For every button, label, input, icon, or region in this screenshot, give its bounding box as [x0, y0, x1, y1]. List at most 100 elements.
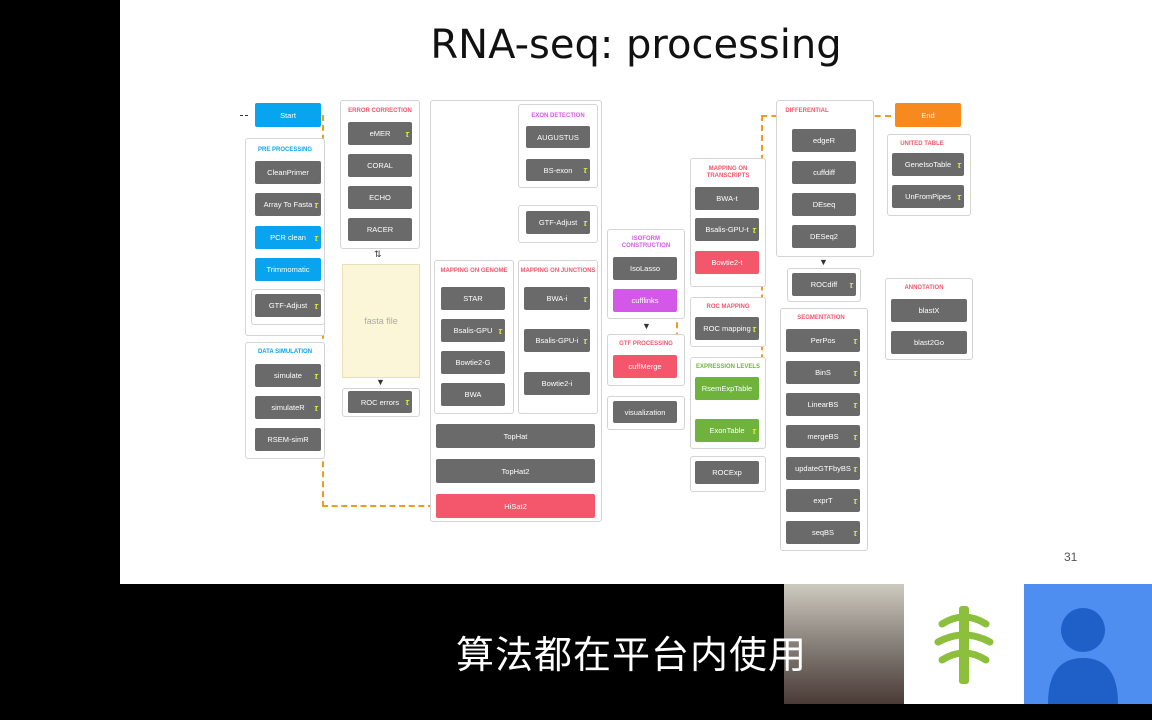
node-bowtie2-t[interactable]: Bowtie2-t — [695, 251, 759, 274]
panel-header: ANNOTATION — [904, 285, 944, 291]
node-tophat[interactable]: TopHat — [436, 424, 595, 448]
node-deseq2[interactable]: DESeq2 — [792, 225, 856, 248]
panel-header: EXON DETECTION — [531, 113, 585, 119]
node-rsem-simr[interactable]: RSEM-simR — [255, 428, 321, 451]
node-label: simulateR — [271, 403, 305, 412]
tau-icon: τ — [849, 279, 853, 290]
node-label: TopHat — [503, 431, 528, 441]
node-isolasso[interactable]: IsoLasso — [613, 257, 677, 280]
node-bsalis-gpu[interactable]: Bsalis-GPU τ — [441, 319, 505, 342]
node-cuffdiff[interactable]: cuffdiff — [792, 161, 856, 184]
arrow-down-icon: ▼ — [642, 321, 651, 331]
node-cleanprimer[interactable]: CleanPrimer — [255, 161, 321, 184]
node-cufflinks[interactable]: cufflinks — [613, 289, 677, 312]
node-end[interactable]: End — [895, 103, 961, 127]
node-label: fasta file — [364, 316, 398, 326]
node-label: Bsalis-GPU-t — [705, 225, 749, 234]
node-label: Trimmomatic — [266, 265, 310, 274]
tau-icon: τ — [314, 370, 318, 381]
tau-icon: τ — [752, 425, 756, 436]
node-label: BS-exon — [543, 165, 573, 175]
node-geneisotable[interactable]: GeneIsoTable τ — [892, 153, 964, 176]
node-edger[interactable]: edgeR — [792, 129, 856, 152]
user-avatar-icon — [1048, 608, 1118, 704]
tau-icon: τ — [498, 325, 502, 336]
node-label: GTF-Adjust — [268, 301, 308, 310]
node-hisat2[interactable]: HiSat2 — [436, 494, 595, 518]
node-label: exprT — [813, 496, 833, 505]
node-blast2go[interactable]: blast2Go — [891, 331, 967, 354]
node-rsemexptable[interactable]: RsemExpTable — [695, 377, 759, 400]
node-label: blast2Go — [913, 338, 945, 347]
slide-page-number: 31 — [1064, 550, 1078, 564]
node-label: ECHO — [369, 193, 391, 202]
tau-icon: τ — [314, 232, 318, 243]
node-echo[interactable]: ECHO — [348, 186, 412, 209]
tau-icon: τ — [957, 159, 961, 170]
node-start[interactable]: Start — [255, 103, 321, 127]
node-trimmomatic[interactable]: Trimmomatic — [255, 258, 321, 281]
node-label: DEseq — [812, 200, 836, 209]
node-label: TopHat2 — [501, 466, 530, 476]
node-bowtie2g[interactable]: Bowtie2-G — [441, 351, 505, 374]
participant-tile-logo[interactable] — [904, 584, 1024, 704]
node-unfrompipes[interactable]: UnFromPipes τ — [892, 185, 964, 208]
node-augustus[interactable]: AUGUSTUS — [526, 126, 590, 148]
tau-icon: τ — [405, 128, 409, 139]
node-blastx[interactable]: blastX — [891, 299, 967, 322]
arrow-down-icon: ▼ — [819, 257, 828, 267]
node-coral[interactable]: CORAL — [348, 154, 412, 177]
participant-video-classroom[interactable] — [784, 584, 904, 704]
node-label: BinS — [815, 368, 831, 377]
node-label: GeneIsoTable — [904, 160, 952, 169]
node-label: blastX — [918, 306, 940, 315]
node-label: PerPos — [810, 336, 836, 345]
pipeline-diagram: PRE PROCESSING Start CleanPrimer Array T… — [120, 0, 1152, 584]
tau-icon: τ — [957, 191, 961, 202]
node-bwa-t[interactable]: BWA-t — [695, 187, 759, 210]
tau-icon: τ — [853, 495, 857, 506]
arrow-down-icon: ▼ — [376, 377, 385, 387]
node-exprt[interactable]: exprT τ — [786, 489, 860, 512]
panel-header: EXPRESSION LEVELS — [695, 364, 761, 370]
node-visualization[interactable]: visualization — [613, 401, 677, 423]
node-racer[interactable]: RACER — [348, 218, 412, 241]
node-bowtie2-i[interactable]: Bowtie2-i — [524, 372, 590, 395]
node-cuffmerge[interactable]: cuffMerge — [613, 355, 677, 378]
node-star[interactable]: STAR — [441, 287, 505, 310]
node-label: Bsalis-GPU — [453, 326, 493, 335]
participant-tile-avatar[interactable] — [1024, 584, 1152, 704]
node-tophat2[interactable]: TopHat2 — [436, 459, 595, 483]
node-label: Bowtie2-i — [541, 379, 573, 388]
connector — [676, 270, 678, 370]
node-rocexp[interactable]: ROCExp — [695, 461, 759, 484]
node-label: AUGUSTUS — [537, 132, 579, 142]
node-label: HiSat2 — [504, 501, 527, 511]
tau-icon: τ — [853, 399, 857, 410]
node-label: UnFromPipes — [905, 192, 951, 201]
node-deseq[interactable]: DEseq — [792, 193, 856, 216]
node-bwa[interactable]: BWA — [441, 383, 505, 406]
tau-icon: τ — [853, 463, 857, 474]
